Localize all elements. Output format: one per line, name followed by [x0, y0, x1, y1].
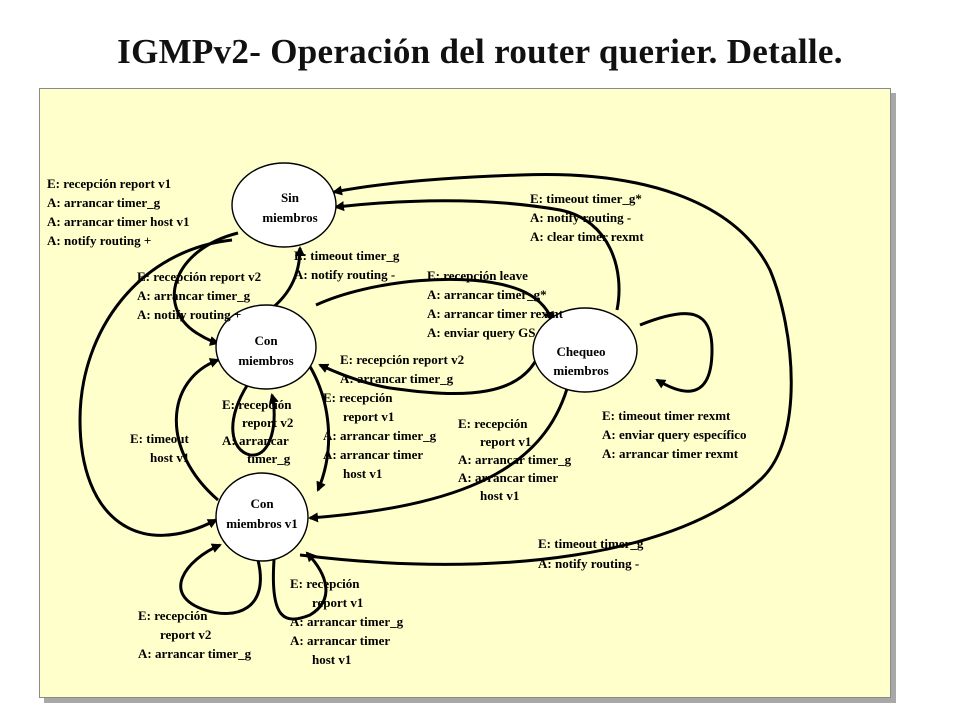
transition-chequeo-to-con-line-1: A: arrancar timer_g	[340, 371, 454, 386]
transition-con-to-conv1-line-3: A: arrancar timer	[323, 447, 423, 462]
transition-con-self-line-2: A: arrancar	[222, 433, 289, 448]
transition-conv1-to-sin-line-1: A: notify routing -	[538, 556, 639, 571]
arc-chequeo-to-sin	[334, 199, 621, 311]
transition-sin-to-con-line-1: A: arrancar timer_g	[137, 288, 251, 303]
transition-conv1-self-v2-line-2: A: arrancar timer_g	[138, 646, 252, 661]
arc-chequeo-to-conv1	[308, 377, 572, 523]
transition-chequeo-to-conv1-line-2: A: arrancar timer_g	[458, 452, 572, 467]
arc-con-to-chequeo	[315, 277, 554, 322]
transition-chequeo-to-conv1-line-1: report v1	[480, 434, 531, 449]
state-con-miembros	[215, 304, 317, 390]
transition-sin-to-conv1-line-3: A: notify routing +	[47, 233, 151, 248]
transition-conv1-to-sin-line-0: E: timeout timer_g	[538, 536, 644, 551]
arc-chequeo-self	[639, 312, 714, 393]
state-label-chequeo-1: miembros	[553, 363, 608, 378]
transition-chequeo-self-line-0: E: timeout timer rexmt	[602, 408, 731, 423]
arc-sin-to-conv1	[78, 238, 233, 537]
arc-con-to-conv1	[304, 359, 331, 492]
transition-sin-to-con-line-2: A: notify routing +	[137, 307, 241, 322]
transition-con-to-conv1-line-0: E: recepción	[323, 390, 393, 405]
transition-chequeo-to-conv1-line-0: E: recepción	[458, 416, 528, 431]
state-label-conv1-0: Con	[250, 496, 274, 511]
transition-chequeo-to-sin-line-1: A: notify routing -	[530, 210, 631, 225]
arc-conv1-self-v2	[179, 543, 262, 615]
state-label-chequeo-0: Chequeo	[556, 344, 605, 359]
transition-chequeo-to-sin-line-2: A: clear timer rexmt	[530, 229, 644, 244]
transition-sin-to-conv1-line-0: E: recepción report v1	[47, 176, 171, 191]
transition-con-self-line-1: report v2	[242, 415, 293, 430]
transition-chequeo-to-con-line-0: E: recepción report v2	[340, 352, 464, 367]
state-label-conv1-1: miembros v1	[226, 516, 298, 531]
transition-conv1-self-v1-line-0: E: recepción	[290, 576, 360, 591]
transition-conv1-to-con-line-0: E: timeout	[130, 431, 190, 446]
transition-conv1-self-v2-line-0: E: recepción	[138, 608, 208, 623]
slide-title: IGMPv2- Operación del router querier. De…	[117, 32, 843, 71]
state-chequeo-miembros	[532, 307, 638, 393]
transition-con-to-chequeo-line-2: A: arrancar timer rexmt	[427, 306, 564, 321]
transition-conv1-self-v1-line-1: report v1	[312, 595, 363, 610]
arc-conv1-self-v1	[271, 551, 328, 621]
state-label-con-1: miembros	[238, 353, 293, 368]
state-sin-miembros	[231, 162, 337, 248]
transition-conv1-self-v2-line-1: report v2	[160, 627, 211, 642]
transition-sin-to-con-line-0: E: recepción report v2	[137, 269, 261, 284]
transition-con-to-chequeo-line-3: A: enviar query GS	[427, 325, 535, 340]
transition-con-to-chequeo-line-0: E: recepción leave	[427, 268, 528, 283]
transition-con-self-line-3: timer_g	[247, 451, 291, 466]
transition-conv1-to-con-line-1: host v1	[150, 450, 189, 465]
transition-chequeo-self-line-1: A: enviar query específico	[602, 427, 747, 442]
transition-chequeo-to-sin-line-0: E: timeout timer_g*	[530, 191, 642, 206]
transition-chequeo-to-conv1-line-3: A: arrancar timer	[458, 470, 558, 485]
transition-con-to-sin-line-0: E: timeout timer_g	[294, 248, 400, 263]
transition-conv1-self-v1-line-4: host v1	[312, 652, 351, 667]
transition-con-to-sin-line-1: A: notify routing -	[294, 267, 395, 282]
state-label-sin-0: Sin	[281, 190, 300, 205]
transition-sin-to-conv1-line-2: A: arrancar timer host v1	[47, 214, 190, 229]
arc-conv1-to-sin	[299, 172, 793, 566]
transition-con-to-chequeo-line-1: A: arrancar timer_g*	[427, 287, 547, 302]
transition-con-to-conv1-line-4: host v1	[343, 466, 382, 481]
state-con-miembros-v1	[215, 472, 309, 562]
transition-sin-to-conv1-line-1: A: arrancar timer_g	[47, 195, 161, 210]
state-label-sin-1: miembros	[262, 210, 317, 225]
transition-conv1-self-v1-line-2: A: arrancar timer_g	[290, 614, 404, 629]
transition-chequeo-self-line-2: A: arrancar timer rexmt	[602, 446, 739, 461]
transition-conv1-self-v1-line-3: A: arrancar timer	[290, 633, 390, 648]
transition-con-self-line-0: E: recepción	[222, 397, 292, 412]
arc-chequeo-to-con	[318, 344, 544, 395]
transition-con-to-conv1-line-1: report v1	[343, 409, 394, 424]
arc-conv1-to-con	[174, 358, 220, 502]
arc-sin-to-con	[172, 231, 239, 346]
transition-con-to-conv1-line-2: A: arrancar timer_g	[323, 428, 437, 443]
state-label-con-0: Con	[254, 333, 278, 348]
transition-chequeo-to-conv1-line-4: host v1	[480, 488, 519, 503]
arc-con-self	[231, 383, 279, 457]
